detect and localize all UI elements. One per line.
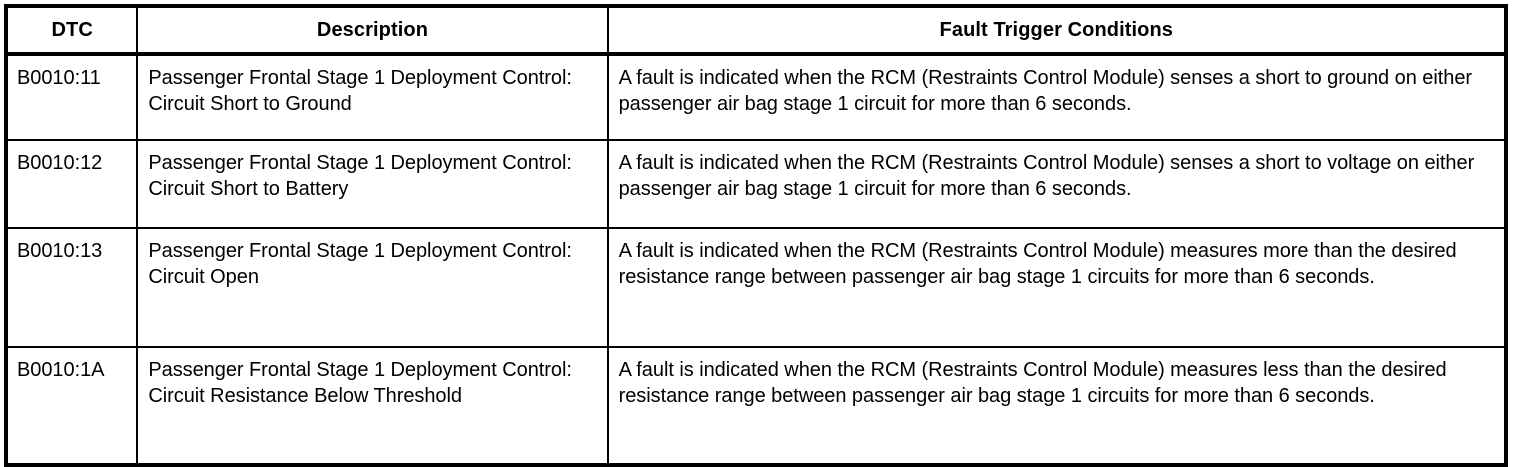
cell-fault-trigger-conditions: A fault is indicated when the RCM (Restr…	[606, 54, 1506, 140]
table-row: B0010:1A Passenger Frontal Stage 1 Deplo…	[6, 346, 1506, 465]
column-header-description: Description	[136, 6, 608, 56]
dtc-table-container: DTC Description Fault Trigger Conditions…	[4, 4, 1508, 467]
cell-fault-trigger-conditions: A fault is indicated when the RCM (Restr…	[606, 227, 1506, 347]
column-header-dtc: DTC	[6, 6, 138, 56]
cell-description: Passenger Frontal Stage 1 Deployment Con…	[136, 139, 608, 228]
cell-description: Passenger Frontal Stage 1 Deployment Con…	[136, 227, 608, 347]
column-header-fault-trigger-conditions: Fault Trigger Conditions	[606, 6, 1506, 56]
table-header: DTC Description Fault Trigger Conditions	[6, 6, 1506, 56]
cell-description: Passenger Frontal Stage 1 Deployment Con…	[136, 346, 608, 465]
cell-dtc: B0010:12	[6, 139, 138, 228]
cell-dtc: B0010:13	[6, 227, 138, 347]
dtc-fault-table: DTC Description Fault Trigger Conditions…	[4, 4, 1508, 467]
cell-description: Passenger Frontal Stage 1 Deployment Con…	[136, 54, 608, 140]
table-row: B0010:11 Passenger Frontal Stage 1 Deplo…	[6, 54, 1506, 140]
cell-fault-trigger-conditions: A fault is indicated when the RCM (Restr…	[606, 346, 1506, 465]
cell-dtc: B0010:1A	[6, 346, 138, 465]
table-row: B0010:13 Passenger Frontal Stage 1 Deplo…	[6, 227, 1506, 347]
cell-dtc: B0010:11	[17, 67, 101, 89]
table-header-row: DTC Description Fault Trigger Conditions	[6, 6, 1506, 56]
table-body: B0010:11 Passenger Frontal Stage 1 Deplo…	[6, 54, 1506, 465]
cell-fault-trigger-conditions: A fault is indicated when the RCM (Restr…	[606, 139, 1506, 228]
table-row: B0010:12 Passenger Frontal Stage 1 Deplo…	[6, 139, 1506, 228]
